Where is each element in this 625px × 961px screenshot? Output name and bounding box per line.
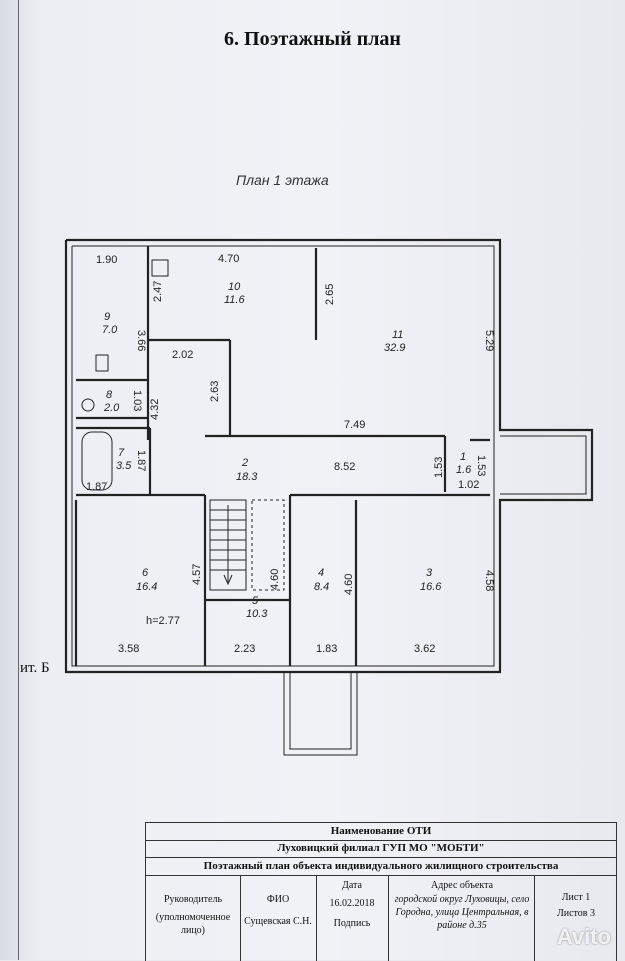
dim-label: 4.57 [191, 564, 203, 585]
dim-label: 1.53 [433, 457, 445, 478]
watermark-logo: Avito [556, 924, 611, 949]
stairs [209, 499, 285, 591]
floor-subtitle: План 1 этажа [236, 172, 329, 188]
room-area: 32.9 [384, 342, 405, 354]
boiler [95, 354, 109, 372]
room-area: 7.0 [102, 324, 118, 336]
dim-label: 4.60 [269, 569, 281, 590]
dim-label: 5.29 [483, 330, 495, 351]
floor-plan-drawing: 1.90 4.70 2.47 3.66 2.65 5.29 2.02 2.63 … [64, 238, 594, 756]
room-number: 9 [104, 311, 110, 323]
dim-label: 3.62 [414, 643, 435, 655]
room-number: 5 [252, 595, 259, 607]
date-value: 16.02.2018 [329, 898, 375, 909]
room-area: 16.6 [420, 581, 442, 593]
room-area: 10.3 [246, 608, 268, 620]
title-block: Наименование ОТИ Луховицкий филиал ГУП М… [145, 822, 617, 961]
room-number: 8 [106, 389, 113, 401]
address-value: городской округ Луховицы, село Городна, … [394, 894, 530, 931]
dim-label: 8.52 [334, 461, 355, 473]
dim-label: 2.23 [234, 643, 255, 655]
room-area: 16.4 [136, 581, 157, 593]
room-number: 11 [392, 329, 403, 341]
dim-label: 2.65 [324, 284, 336, 305]
dim-label: 4.32 [149, 399, 161, 420]
dim-label: 1.53 [475, 455, 487, 476]
dim-label: 1.03 [131, 390, 143, 411]
front-porch [283, 672, 358, 756]
stamp-row-object: Поэтажный план объекта индивидуального ж… [146, 857, 616, 876]
stamp-row-org: Луховицкий филиал ГУП МО "МОБТИ" [146, 840, 616, 858]
room-number: 4 [318, 567, 324, 579]
dim-label: 1.02 [458, 479, 479, 491]
head-sub: (уполномоченное лицо) [155, 912, 231, 936]
date-label: Дата [342, 880, 362, 891]
side-label: ит. Б [20, 660, 50, 676]
dim-label: 2.47 [152, 281, 164, 302]
room-area: 3.5 [116, 460, 132, 472]
dim-label: 1.87 [135, 450, 147, 471]
room-number: 2 [241, 457, 248, 469]
sheets-label: Листов 3 [556, 908, 596, 919]
address-label: Адрес объекта [430, 880, 494, 891]
outer-wall [64, 238, 594, 674]
toilet [81, 398, 95, 412]
fio-label: ФИО [266, 894, 290, 905]
dim-label: 2.02 [172, 349, 193, 361]
room-number: 6 [142, 567, 149, 579]
head-label: Руководитель [163, 894, 223, 905]
page-title: 6. Поэтажный план [224, 28, 401, 50]
room-number: 7 [118, 447, 125, 459]
room-area: 8.4 [314, 581, 329, 593]
dim-label: 3.58 [118, 643, 139, 655]
room-number: 10 [228, 281, 241, 293]
dim-label: 4.60 [343, 574, 355, 595]
dim-label: 4.58 [483, 570, 495, 591]
room-area: 1.6 [456, 464, 472, 476]
dim-label: 2.63 [209, 381, 221, 402]
fio-value: Сущевская С.Н. [244, 916, 312, 927]
side-porch [500, 435, 587, 495]
sheet-label: Лист 1 [561, 892, 591, 903]
stove [151, 259, 169, 277]
dim-label: 1.90 [96, 254, 117, 266]
dim-label: 3.66 [135, 330, 147, 351]
sign-label: Подпись [333, 918, 371, 929]
stamp-row-name: Наименование ОТИ [146, 823, 616, 841]
ceiling-height: h=2.77 [146, 615, 180, 627]
room-area: 18.3 [236, 471, 258, 483]
room-area: 2.0 [103, 402, 120, 414]
room-area: 11.6 [224, 294, 245, 306]
dim-label: 4.70 [218, 253, 239, 265]
room-number: 1 [460, 451, 466, 463]
margin-line [18, 0, 19, 960]
dim-label: 7.49 [344, 419, 365, 431]
dim-label: 1.83 [316, 643, 337, 655]
dim-label: 1.87 [86, 481, 107, 493]
room-number: 3 [426, 567, 433, 579]
bathtub [81, 431, 113, 491]
